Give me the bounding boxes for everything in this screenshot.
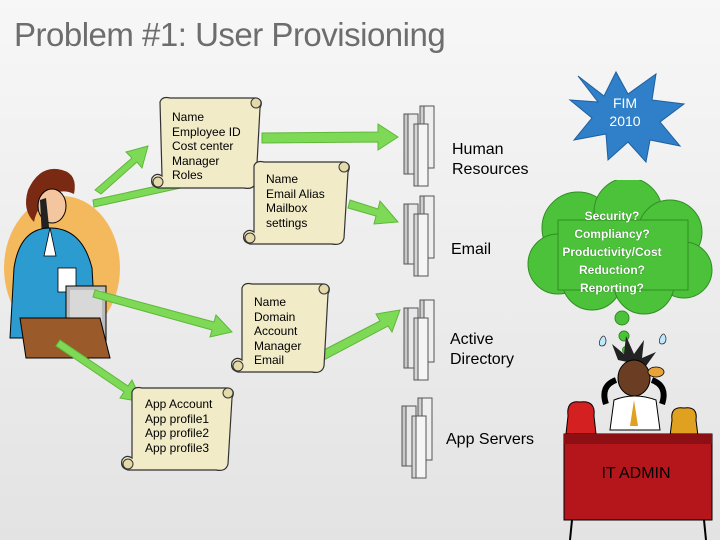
ad-label-line: Active — [450, 331, 494, 348]
app-server-icon — [401, 397, 433, 479]
hr-fields-scroll: Name Employee ID Cost center Manager Rol… — [148, 94, 264, 194]
fim-label-line: FIM — [612, 95, 638, 111]
app-server-label: App Servers — [446, 431, 535, 448]
hr-label-line: Human — [452, 141, 504, 158]
email-field: Email Alias — [266, 186, 325, 201]
email-server-label: Email — [451, 241, 492, 258]
hr-label-line: Resources — [452, 161, 529, 178]
fim-label-line: 2010 — [609, 113, 641, 129]
ad-field: Name — [254, 295, 287, 309]
fim-label: FIM 2010 — [600, 94, 650, 130]
ad-server-label: Active Directory — [450, 330, 514, 370]
ad-fields-scroll: Name Domain Account Manager Email — [228, 280, 332, 378]
hr-field: Roles — [172, 168, 203, 182]
question-line: Productivity/Cost — [562, 245, 662, 259]
hr-field: Manager — [172, 153, 220, 168]
question-line: Reporting? — [580, 281, 644, 295]
questions-cloud-text: Security? Compliancy? Productivity/Cost … — [537, 207, 687, 297]
app-field: App profile1 — [145, 411, 210, 426]
app-field: App Account — [145, 397, 213, 411]
woman-on-phone-illustration — [4, 168, 120, 359]
page-title: Problem #1: User Provisioning — [14, 16, 446, 53]
fim-starburst — [568, 70, 686, 164]
email-field: Mailbox — [266, 201, 308, 215]
email-field: settings — [266, 215, 308, 230]
ad-label-line: Directory — [450, 351, 515, 368]
it-admin-label: IT ADMIN — [601, 465, 671, 482]
ad-field: Manager — [254, 338, 302, 353]
hr-server-label: Human Resources — [452, 140, 528, 180]
email-fields-scroll: Name Email Alias Mailbox settings — [240, 158, 352, 250]
hr-field: Employee ID — [172, 124, 241, 139]
ad-server-icon — [403, 299, 435, 381]
hr-field: Name — [172, 110, 205, 124]
app-field: App profile2 — [145, 426, 210, 440]
ad-field: Account — [254, 324, 298, 338]
ad-field: Email — [254, 353, 285, 367]
app-field: App profile3 — [145, 440, 210, 455]
it-admin-illustration — [563, 333, 713, 540]
ad-field: Domain — [254, 309, 296, 324]
question-line: Reduction? — [579, 263, 645, 277]
question-line: Security? — [584, 209, 640, 223]
question-line: Compliancy? — [574, 227, 650, 241]
email-server-icon — [403, 195, 435, 277]
hr-field: Cost center — [172, 139, 234, 153]
hr-server-icon — [403, 105, 435, 187]
app-fields-scroll: App Account App profile1 App profile2 Ap… — [118, 384, 236, 476]
thought-cloud — [527, 180, 713, 354]
email-field: Name — [266, 172, 299, 186]
